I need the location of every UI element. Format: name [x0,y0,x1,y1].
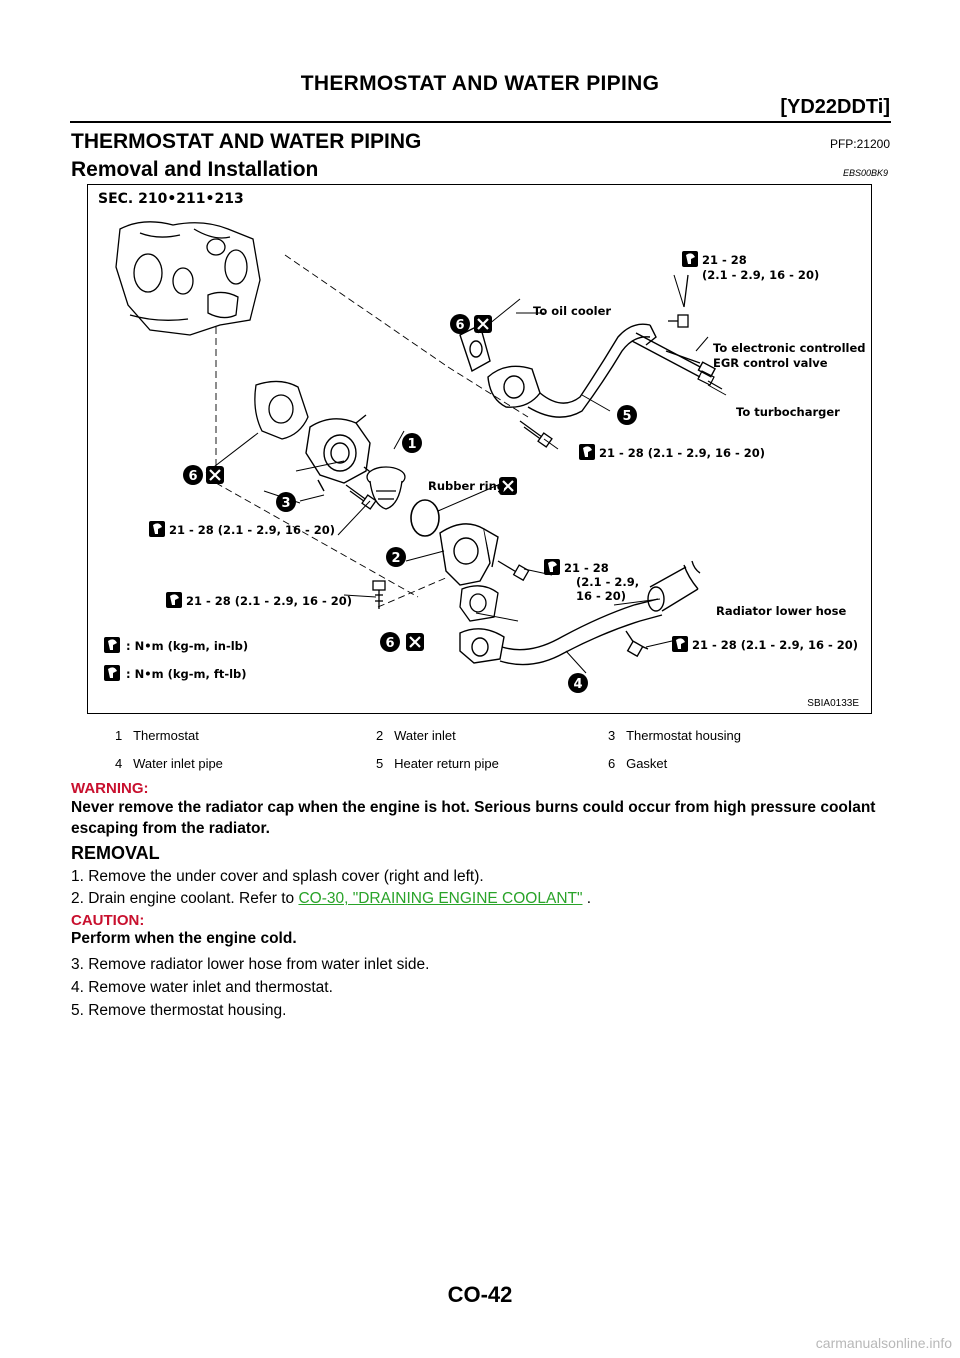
callout-1: 1 [402,433,422,453]
pipe-bolt-drawing [519,420,553,448]
torque-wrench-icon [166,592,182,608]
exploded-view-figure: SEC. 210•211•213 [87,184,872,714]
header-divider [70,121,891,123]
radiator-lower-hose-drawing [647,560,701,612]
legend-row: 4 Water inlet pipe 5 Heater return pipe … [87,748,872,776]
watermark: carmanualsonline.info [815,1335,952,1351]
legend-item: 3 Thermostat housing [608,728,741,743]
parts-legend: 1 Thermostat 2 Water inlet 3 Thermostat … [87,720,872,776]
label-to-egr-line2: EGR control valve [713,356,828,370]
torque-wrench-icon [579,444,595,460]
torque-inlet-line1: 21 - 28 [564,561,609,575]
alignment-lines [215,254,529,608]
svg-text:1: 1 [407,437,416,452]
callout-6-left: 6 [183,465,203,485]
label-to-egr-line1: To electronic controlled [713,341,866,355]
svg-text:4: 4 [573,677,582,692]
callout-2: 2 [386,547,406,567]
warning-label: WARNING: [71,780,149,797]
torque-top-line2: (2.1 - 2.9, 16 - 20) [702,268,819,282]
label-to-oil-cooler: To oil cooler [533,304,611,318]
page-number: CO-42 [447,1282,513,1307]
do-not-reuse-icon [406,633,424,651]
top-bolt-drawing [668,274,689,328]
legend-item: 2 Water inlet [376,728,456,743]
section-title: THERMOSTAT AND WATER PIPING [71,130,422,153]
torque-top-line1: 21 - 28 [702,253,747,267]
header-title: THERMOSTAT AND WATER PIPING [300,72,660,95]
callout-4: 4 [568,673,588,693]
do-not-reuse-icon [474,315,492,333]
torque-inlet-line3: 16 - 20) [576,589,626,603]
label-rubber-ring: Rubber ring [428,479,505,493]
ebs-code: EBS00BK9 [842,168,888,178]
label-radiator-lower-hose: Radiator lower hose [716,604,846,618]
warning-text: Never remove the radiator cap when the e… [71,799,876,837]
torque-housing: 21 - 28 (2.1 - 2.9, 16 - 20) [169,523,335,537]
torque-pipe4: 21 - 28 (2.1 - 2.9, 16 - 20) [692,638,858,652]
callout-6-bottom: 6 [380,632,400,652]
units-ft-lb: : N•m (kg-m, ft-lb) [126,667,247,681]
caution-label: CAUTION: [71,912,145,929]
draining-coolant-link[interactable]: CO-30, "DRAINING ENGINE COOLANT" [298,890,583,907]
exploded-view-diagram: SEC. 210•211•213 [98,191,866,709]
subsection-title: Removal and Installation [71,158,319,181]
svg-text:6: 6 [385,636,394,651]
svg-text:6: 6 [188,469,197,484]
torque-wrench-icon [544,559,560,575]
units-in-lb: : N•m (kg-m, in-lb) [126,639,248,653]
removal-step-2: 2. Drain engine coolant. Refer to CO-30,… [71,890,592,907]
legend-item: 6 Gasket [608,756,668,771]
callout-6-top: 6 [450,314,470,334]
torque-inlet-line2: (2.1 - 2.9, [576,575,639,589]
leader-lines [205,274,727,674]
legend-row: 1 Thermostat 2 Water inlet 3 Thermostat … [87,720,872,748]
removal-step-4: 4. Remove water inlet and thermostat. [71,979,333,996]
torque-wrench-ft-lb-icon [104,665,120,681]
removal-step-1: 1. Remove the under cover and splash cov… [71,868,484,885]
torque-inlet-bolt: 21 - 28 (2.1 - 2.9, 16 - 20) [186,594,352,608]
svg-text:2: 2 [391,551,400,566]
page-header: THERMOSTAT AND WATER PIPING [YD22DDTi] [0,0,960,125]
svg-text:3: 3 [281,496,290,511]
removal-heading: REMOVAL [71,843,160,863]
caution-text: Perform when the engine cold. [71,930,297,947]
thermostat-drawing [366,466,406,510]
svg-text:5: 5 [622,409,631,424]
torque-wrench-icon [682,251,698,267]
header-engine-variant: [YD22DDTi] [780,96,890,118]
egr-turbo-pipes-drawing [665,350,723,390]
engine-block-drawing [115,221,261,336]
inlet-gasket-drawing [459,585,499,622]
torque-wrench-icon [672,636,688,652]
removal-step-5: 5. Remove thermostat housing. [71,1002,287,1019]
torque-pipe5: 21 - 28 (2.1 - 2.9, 16 - 20) [599,446,765,460]
do-not-reuse-icon [499,477,517,495]
heater-return-pipe-drawing [459,323,717,418]
callout-3: 3 [276,492,296,512]
figure-id: SBIA0133E [807,698,859,709]
do-not-reuse-icon [206,466,224,484]
callout-5: 5 [617,405,637,425]
torque-wrench-in-lb-icon [104,637,120,653]
housing-gasket-drawing [254,380,309,440]
legend-item: 5 Heater return pipe [376,756,499,771]
legend-item: 4 Water inlet pipe [115,756,223,771]
svg-text:6: 6 [455,318,464,333]
water-inlet-pipe-drawing [459,598,663,666]
water-inlet-drawing [439,523,499,586]
rubber-ring-drawing [410,499,440,537]
pfp-code: PFP:21200 [829,137,890,151]
label-to-turbocharger: To turbocharger [736,405,840,419]
sec-code: SEC. 210•211•213 [98,191,244,207]
legend-item: 1 Thermostat [115,728,199,743]
removal-step-3: 3. Remove radiator lower hose from water… [71,956,430,973]
torque-wrench-icon [149,521,165,537]
thermostat-housing-drawing [305,414,375,492]
